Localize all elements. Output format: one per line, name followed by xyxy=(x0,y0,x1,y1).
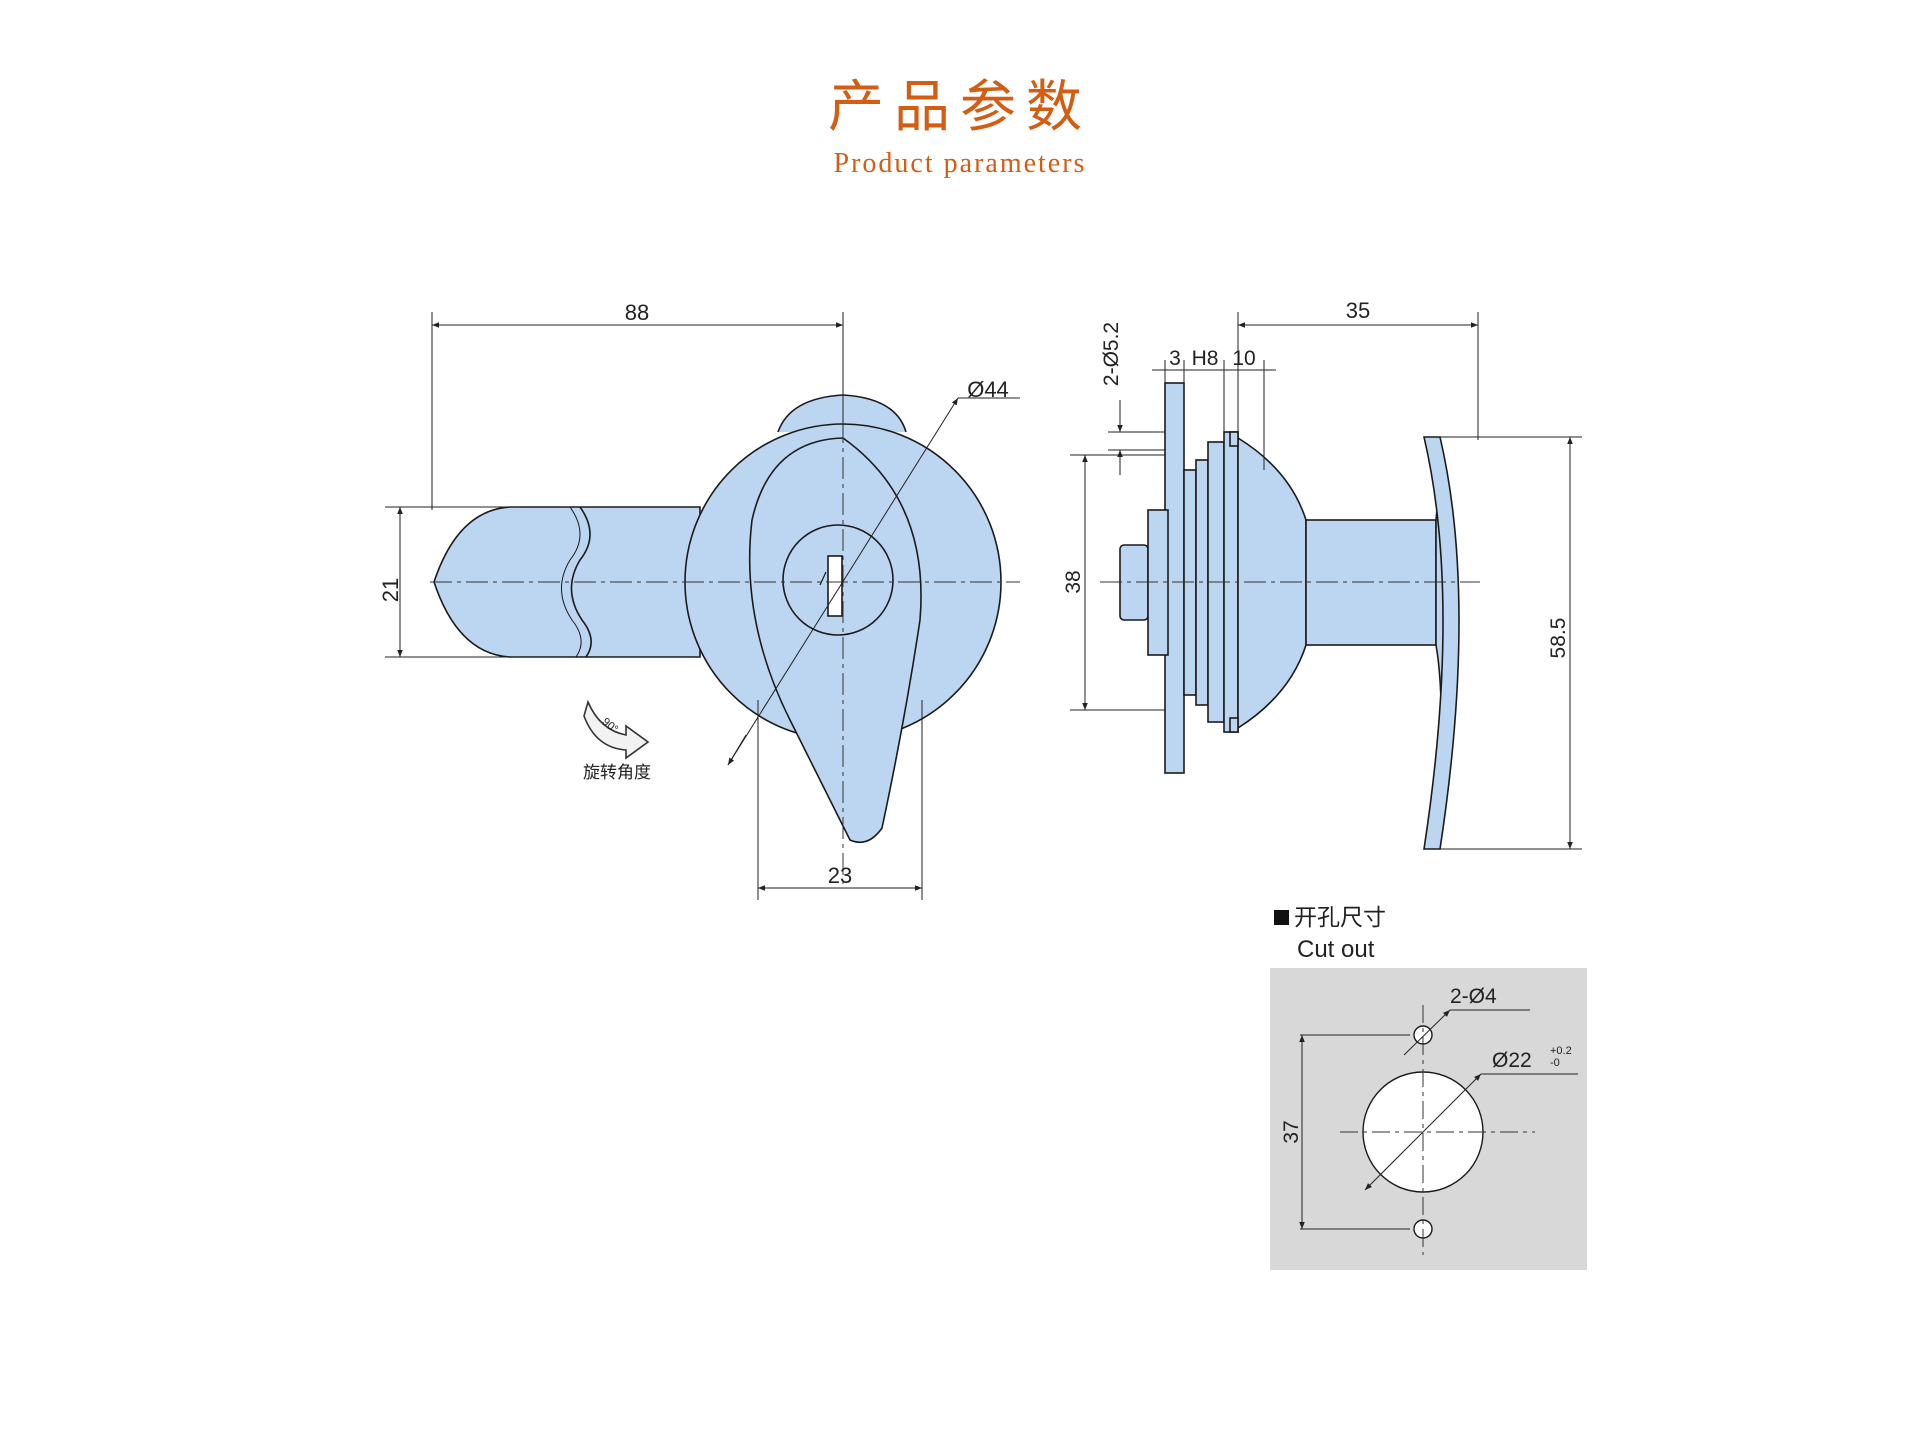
dim-35-label: 35 xyxy=(1346,298,1370,323)
cutout-legend-square xyxy=(1274,910,1289,925)
side-dimensions xyxy=(1070,312,1582,850)
bolt-top xyxy=(1229,431,1239,447)
dim-38-label: 38 xyxy=(1062,570,1085,593)
rotation-indicator: 90° 旋转角度 xyxy=(583,699,651,782)
rotation-text: 旋转角度 xyxy=(583,763,651,782)
dim-handle-width-label: 23 xyxy=(828,863,852,888)
flange xyxy=(1237,436,1307,730)
cutout-dim-diameter: Ø22 xyxy=(1492,1049,1532,1072)
dim-length-label: 88 xyxy=(625,300,649,325)
rotation-arrow-icon xyxy=(583,699,650,760)
cutout-panel: 2-Ø4 Ø22 +0.2 -0 37 xyxy=(1270,968,1587,1270)
cutout-dim-spacing: 37 xyxy=(1280,1120,1303,1143)
dim-10-label: 10 xyxy=(1232,347,1255,370)
cutout-label-cn: 开孔尺寸 xyxy=(1294,904,1386,930)
front-view xyxy=(433,394,1002,844)
cam-break-line xyxy=(570,506,592,658)
bolt-bottom xyxy=(1229,717,1239,733)
cutout-tol-upper: +0.2 xyxy=(1550,1045,1572,1057)
dim-3-label: 3 xyxy=(1169,347,1181,370)
page-subtitle: Product parameters xyxy=(833,148,1087,179)
side-view xyxy=(1119,382,1460,850)
dim-holes-label: 2-Ø5.2 xyxy=(1100,322,1123,386)
cutout-tol-lower: -0 xyxy=(1550,1057,1560,1069)
dim-cam-width-label: 21 xyxy=(378,578,403,602)
dim-58-5-label: 58.5 xyxy=(1547,618,1570,659)
dim-diameter-label: Ø44 xyxy=(967,377,1009,402)
dim-h8-label: H8 xyxy=(1192,347,1219,370)
cutout-dim-holes: 2-Ø4 xyxy=(1450,985,1497,1008)
front-dimensions xyxy=(385,312,1020,900)
page-title: 产品参数 xyxy=(828,75,1092,140)
cutout-label-en: Cut out xyxy=(1297,936,1375,963)
